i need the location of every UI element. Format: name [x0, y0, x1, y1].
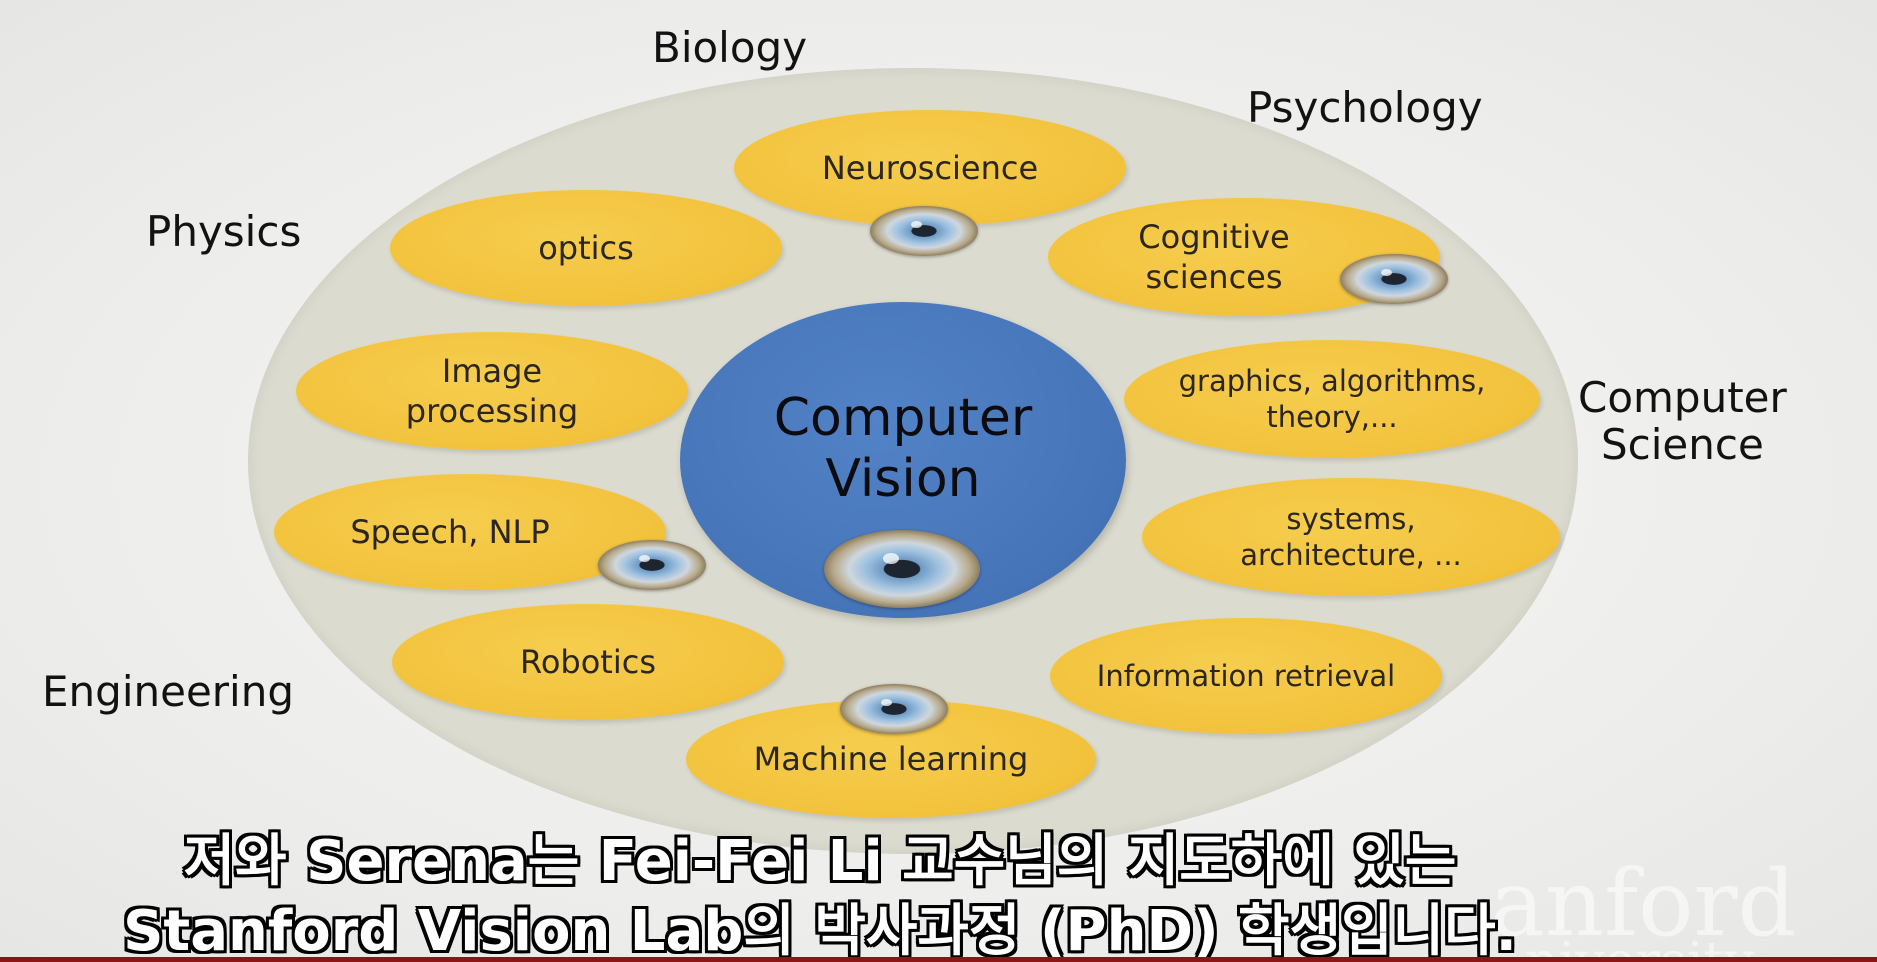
subtitle-line-2: Stanford Vision Lab의 박사과정 (PhD) 학생입니다. — [123, 899, 1517, 962]
bubble-cognitive-line2: sciences — [1145, 258, 1283, 296]
vision-lab-eye-icon — [1340, 254, 1448, 304]
vision-lab-eye-icon — [840, 684, 948, 734]
bubble-robotics-label: Robotics — [520, 643, 656, 681]
field-label-biology: Biology — [652, 23, 808, 72]
bubble-speech-nlp-label: Speech, NLP — [350, 513, 550, 551]
bubble-systems-line2: architecture, ... — [1240, 538, 1462, 572]
vision-lab-eye-icon — [870, 206, 978, 256]
subtitle-line-1: 저와 Serena는 Fei-Fei Li 교수님의 지도하에 있는 — [183, 829, 1457, 894]
bubble-graphics-line2: theory,... — [1266, 400, 1398, 434]
bubble-machine-learning-label: Machine learning — [753, 740, 1029, 778]
bubble-information-retrieval: Information retrieval — [1050, 618, 1442, 734]
field-label-computer-science-line1: Computer — [1578, 373, 1787, 422]
bubble-systems-line1: systems, — [1286, 501, 1416, 536]
bubble-optics: optics — [390, 190, 782, 306]
center-title: Computer Vision — [680, 388, 1126, 511]
field-label-psychology: Psychology — [1247, 83, 1483, 132]
bubble-image-processing-line2: processing — [405, 392, 579, 430]
vision-lab-eye-icon — [598, 540, 706, 590]
bottom-bar — [0, 957, 1877, 962]
field-label-physics: Physics — [146, 207, 302, 256]
bubble-systems-architecture: systems, architecture, ... — [1142, 478, 1560, 596]
bubble-robotics: Robotics — [392, 604, 784, 720]
stanford-watermark: anford — [1490, 850, 1797, 957]
bubble-cognitive-line1: Cognitive — [1138, 218, 1290, 256]
bubble-graphics-line1: graphics, algorithms, — [1178, 363, 1486, 398]
bubble-graphics-algorithms-theory: graphics, algorithms, theory,... — [1124, 340, 1540, 458]
bubble-information-retrieval-label: Information retrieval — [1096, 658, 1396, 693]
bubble-image-processing: Image processing — [296, 332, 688, 450]
bubble-speech-nlp: Speech, NLP — [274, 474, 666, 590]
center-title-line1: Computer — [773, 388, 1033, 448]
center-title-line2: Vision — [825, 449, 981, 510]
vision-lab-eye-icon — [824, 530, 980, 608]
field-label-computer-science: Computer Science — [1578, 374, 1787, 468]
field-label-engineering: Engineering — [42, 667, 294, 716]
bubble-image-processing-line1: Image — [441, 352, 543, 390]
bubble-optics-label: optics — [538, 229, 634, 267]
field-label-computer-science-line2: Science — [1600, 420, 1764, 470]
bubble-neuroscience-label: Neuroscience — [821, 149, 1039, 187]
